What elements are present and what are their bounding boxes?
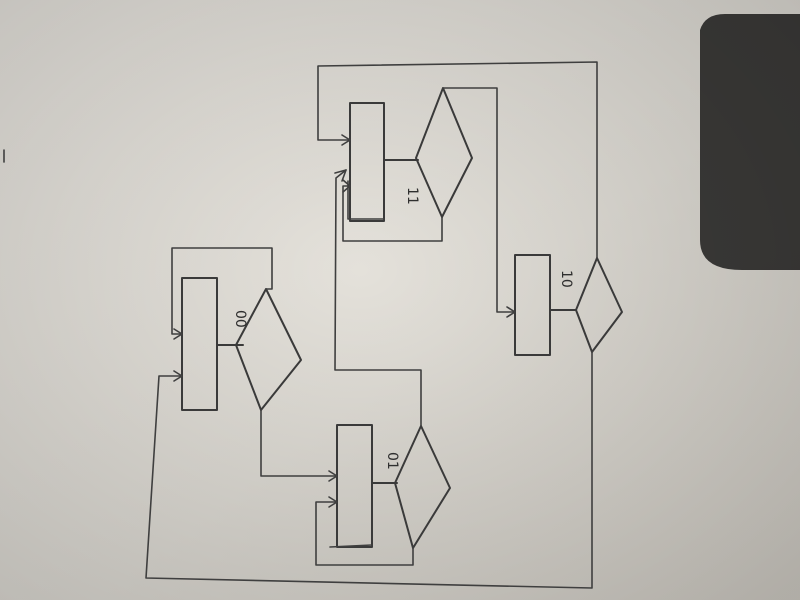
edge-10-to-00-line bbox=[145, 351, 593, 589]
edge-10-to-00 bbox=[145, 351, 593, 589]
state-01: 01 bbox=[336, 424, 451, 549]
state-01-box bbox=[336, 424, 373, 548]
edge-10-to-00-arrow bbox=[173, 370, 183, 382]
state-00-label: 00 bbox=[232, 310, 248, 328]
edge-01-self bbox=[315, 496, 414, 566]
edge-11-to-10-line bbox=[442, 87, 516, 313]
edge-00-self bbox=[171, 247, 273, 340]
edge-00-to-01-arrow bbox=[328, 470, 338, 482]
state-01-label: 01 bbox=[384, 452, 400, 470]
edge-11-self bbox=[342, 179, 443, 242]
edge-00-self-line bbox=[171, 247, 273, 335]
edge-01-to-11-line bbox=[334, 169, 422, 427]
edge-01-self-line bbox=[315, 501, 414, 566]
state-11-label: 11 bbox=[404, 187, 420, 205]
edge-10-to-11 bbox=[317, 61, 598, 259]
edge-01-to-11-arrow bbox=[334, 169, 347, 182]
edge-11-self-arrow bbox=[342, 179, 351, 193]
edge-11-self-inner bbox=[347, 180, 385, 220]
edge-00-to-01 bbox=[260, 409, 338, 482]
edge-10-to-11-line bbox=[317, 61, 598, 259]
edge-01-self-inner bbox=[329, 544, 373, 548]
edge-00-to-01-line bbox=[260, 409, 338, 477]
edge-01-self-arrow bbox=[328, 496, 338, 508]
state-10-label: 10 bbox=[558, 270, 574, 288]
state-10-box bbox=[514, 254, 551, 356]
edge-11-to-10 bbox=[442, 87, 516, 318]
state-11-box bbox=[349, 102, 385, 222]
edge-11-self-line bbox=[342, 185, 443, 242]
edge-11-to-10-arrow bbox=[506, 306, 516, 318]
edge-00-self-arrow bbox=[173, 328, 183, 340]
edge-01-to-11 bbox=[334, 169, 422, 427]
edge-10-to-11-arrow bbox=[341, 134, 351, 146]
